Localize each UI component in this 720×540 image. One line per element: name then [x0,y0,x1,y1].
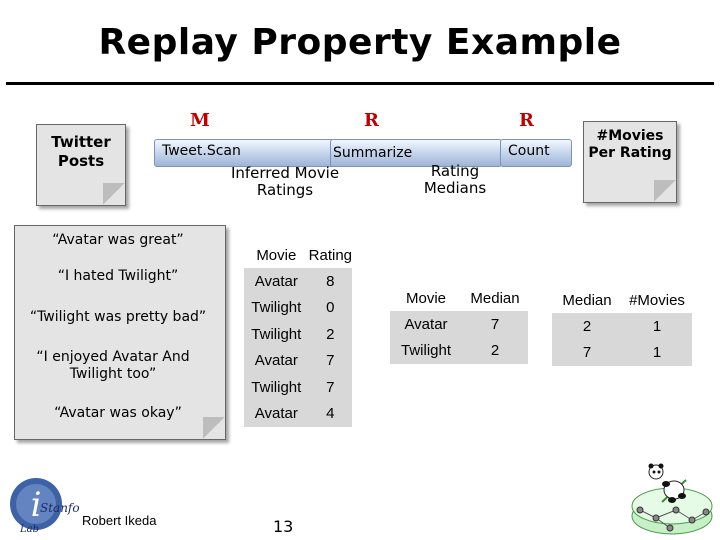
stanford-logo: i Stanford Lab [10,478,80,535]
counts-header-movies: #Movies [629,291,685,309]
table-cell: 4 [326,405,335,423]
table-cell: Twilight [400,342,452,360]
author-name: Robert Ikeda [82,513,157,528]
output-doc-movies-per-rating: #Movies Per Rating [583,121,677,203]
pipe-count [500,139,572,167]
slide-title: Replay Property Example [98,22,622,63]
table-cell: 2 [582,317,592,335]
table-cell: Avatar [404,315,448,333]
table-cell: Avatar [254,352,298,370]
pipe-tweetscan [154,139,346,167]
tweet-5: “Avatar was okay” [54,405,182,421]
tweet-1: “Avatar was great” [52,232,184,248]
table-cell: Twilight [251,325,302,343]
title-rule [6,82,714,85]
svg-text:i: i [31,485,42,525]
operator-r1: R [364,110,379,131]
counts-header-median: Median [562,291,612,309]
ratings-table: Movie Rating Avatar 8 Twilight 0 Twilight 2… [244,242,352,427]
medians-header-movie: Movie [405,289,446,307]
table-cell: 1 [652,317,662,335]
ratings-table-bg [244,268,352,427]
svg-text:Lab: Lab [19,524,39,535]
input-doc-twitter-posts: Twitter Posts [36,124,126,206]
counts-table: Median #Movies 2 1 7 1 [552,287,692,366]
page-fold [203,417,225,439]
pipe-summarize [330,139,502,167]
page-fold [654,180,676,202]
operator-m: M [190,110,210,131]
panda-graph-illustration [631,463,713,535]
table-cell: 7 [326,352,335,370]
page-fold [103,183,125,205]
table-cell: 2 [490,342,500,360]
ratings-header-movie: Movie [256,246,297,264]
tweet-3: “Twilight was pretty bad” [29,309,207,325]
ratings-header-rating: Rating [308,246,352,264]
page-number: 13 [273,517,294,536]
rating-medians-label: Rating Medians [423,162,487,197]
table-cell: 0 [326,299,335,317]
table-cell: 7 [490,315,500,333]
table-cell: 7 [582,344,592,362]
stage-summarize: Summarize [333,145,413,161]
logo-text: Stanford [40,501,80,515]
output-doc-label: #Movies Per Rating [588,128,672,161]
table-cell: 2 [326,325,335,343]
input-doc-label: Twitter Posts [51,133,111,170]
tweet-4: “I enjoyed Avatar And Twilight too” [36,349,190,382]
table-cell: Avatar [254,272,298,290]
tweets-panel [14,225,226,440]
table-cell: Avatar [254,405,298,423]
table-cell: Twilight [251,378,302,396]
table-cell: Twilight [251,299,302,317]
table-cell: 1 [652,344,662,362]
stage-count: Count [508,143,550,159]
operator-r2: R [519,110,534,131]
tweet-2: “I hated Twilight” [57,268,179,284]
inferred-movie-ratings-label: Inferred Movie Ratings [230,164,340,199]
counts-table-bg [552,313,692,366]
stage-tweetscan: Tweet.Scan [162,143,241,159]
medians-header-median: Median [470,289,520,307]
table-cell: 8 [326,272,335,290]
medians-table-bg [390,311,528,364]
table-cell: 7 [326,378,335,396]
medians-table: Movie Median Avatar 7 Twilight 2 [390,285,528,364]
